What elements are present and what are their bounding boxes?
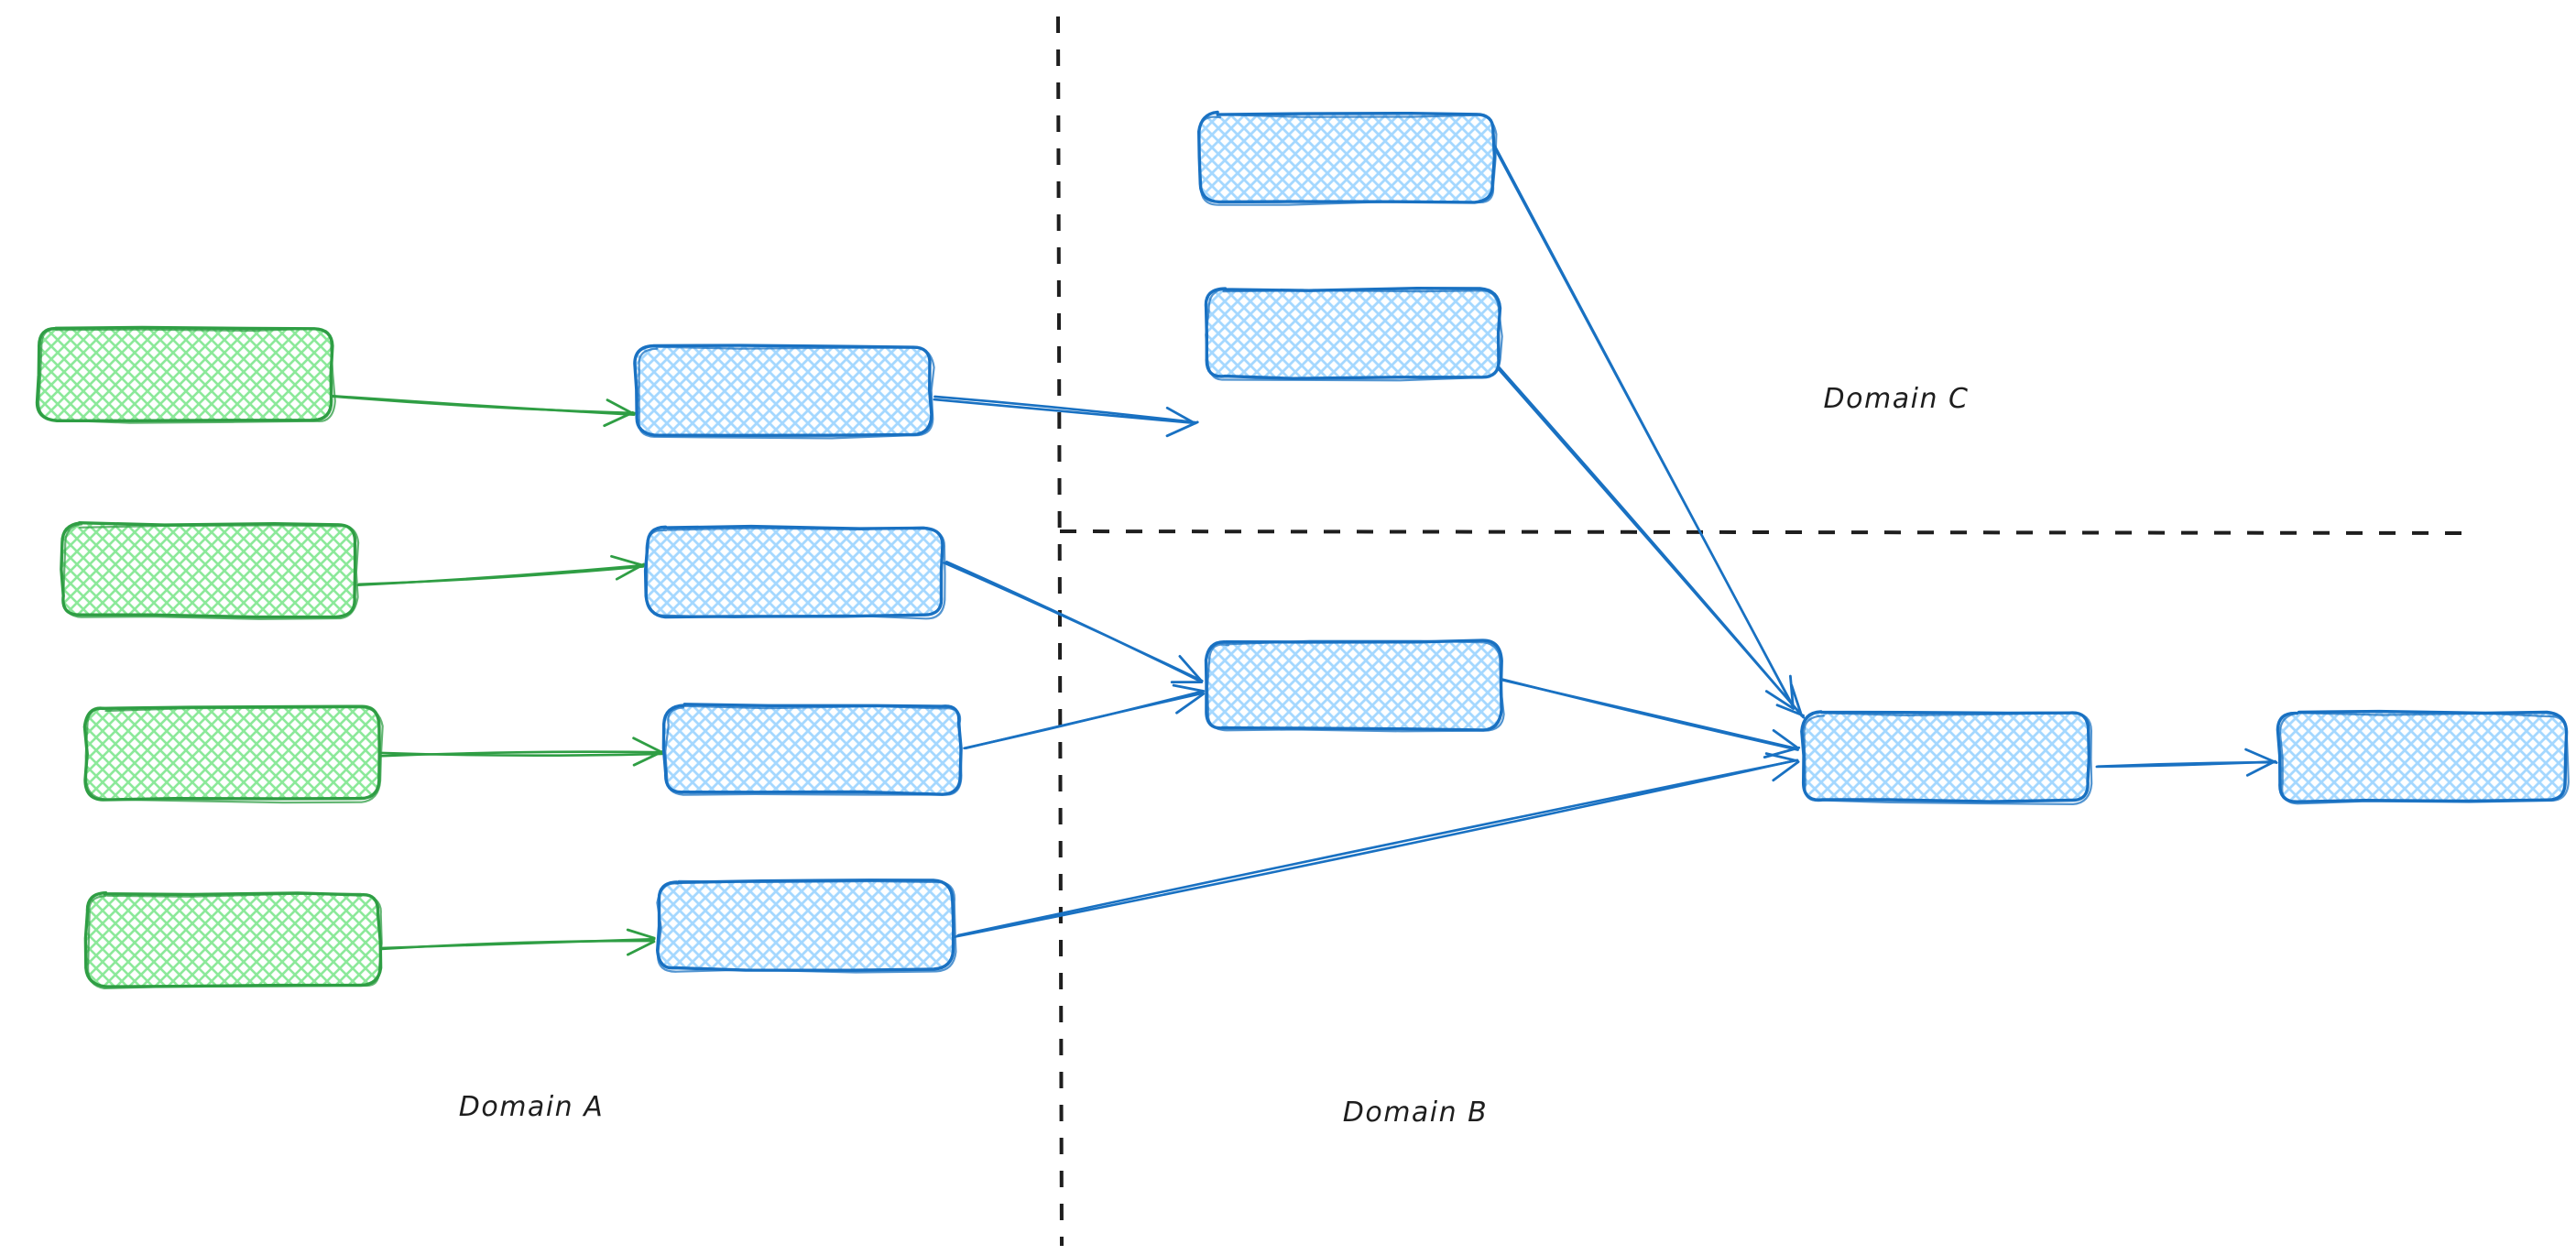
node-box-hub[interactable] (1800, 710, 2093, 805)
e-b1-c2 (933, 395, 1199, 438)
node-box-b1[interactable] (633, 344, 935, 440)
e-a2-b2 (356, 554, 646, 587)
node-box-c1[interactable] (1197, 110, 1498, 206)
label-domain-a: Domain A (458, 1091, 605, 1123)
node-box-b3[interactable] (661, 703, 963, 796)
e-a3-b3 (378, 737, 665, 767)
node-box-c2[interactable] (1204, 287, 1503, 382)
node-box-b4[interactable] (656, 878, 957, 974)
node-box-a2[interactable] (60, 521, 360, 620)
node-box-c3[interactable] (1204, 638, 1505, 733)
horizontal-divider (1059, 529, 2474, 535)
e-b3-c3 (963, 683, 1206, 750)
e-b2-c3 (943, 561, 1204, 684)
divider-lines (1056, 16, 2474, 1247)
e-c1-hub (1489, 136, 1796, 710)
node-box-b2[interactable] (643, 524, 946, 620)
node-box-out[interactable] (2276, 709, 2570, 805)
edge-connectors (328, 136, 2278, 956)
node-box-a3[interactable] (82, 704, 384, 804)
label-domain-b: Domain B (1342, 1097, 1489, 1129)
e-c3-hub (1495, 676, 1801, 758)
e-hub-out (2095, 748, 2278, 777)
node-boxes (35, 110, 2570, 989)
vertical-divider (1056, 16, 1064, 1247)
label-domain-c: Domain C (1823, 383, 1970, 415)
e-b4-hub (954, 752, 1800, 938)
node-box-a4[interactable] (83, 891, 383, 989)
e-c2-hub (1493, 361, 1806, 719)
e-a4-b4 (379, 928, 656, 956)
node-box-a1[interactable] (35, 325, 336, 424)
e-a1-b1 (328, 394, 637, 428)
